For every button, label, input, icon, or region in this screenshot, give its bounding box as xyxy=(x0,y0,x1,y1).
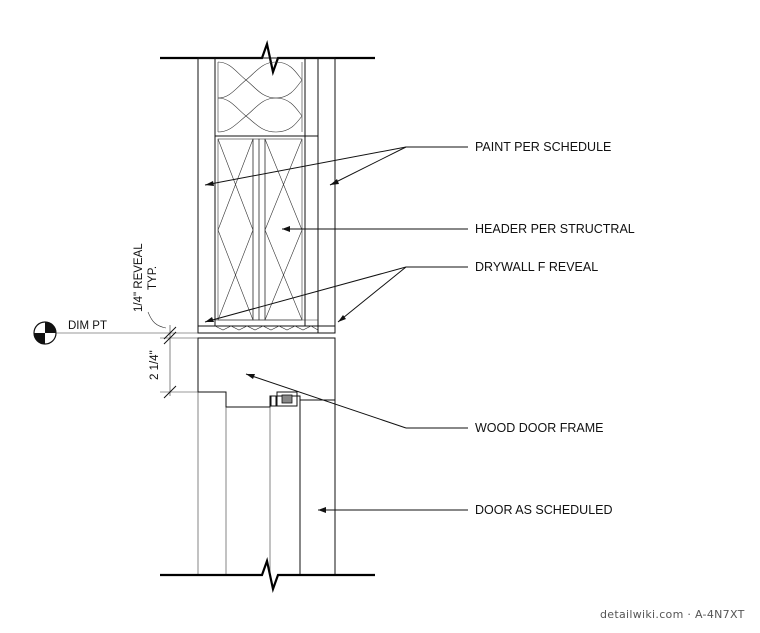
drywall-left xyxy=(197,57,216,327)
batt-insulation xyxy=(217,61,303,133)
reveal-leader xyxy=(147,311,167,329)
callout-header: HEADER PER STRUCTRAL xyxy=(475,222,635,236)
reveal-label-line2: TYP. xyxy=(147,266,159,290)
watermark: detailwiki.com · A-4N7XT xyxy=(600,608,745,621)
door-stop-seal xyxy=(270,391,298,407)
dim-pt-label: DIM PT xyxy=(68,320,107,332)
drywall-right xyxy=(317,57,336,327)
wood-door-frame xyxy=(197,337,336,408)
callout-drywall-reveal: DRYWALL F REVEAL xyxy=(475,260,598,274)
callout-door: DOOR AS SCHEDULED xyxy=(475,503,613,517)
reveal-trim xyxy=(197,326,336,334)
leader-lines xyxy=(204,146,468,513)
frame-depth-dimension xyxy=(160,325,198,399)
wall-cavity xyxy=(214,57,319,327)
structural-header xyxy=(214,135,319,331)
bottom-break-line xyxy=(160,556,375,594)
reveal-label-line1: 1/4" REVEAL xyxy=(133,243,145,312)
dim-point-symbol xyxy=(33,321,198,345)
frame-depth-label: 2 1/4" xyxy=(149,350,161,380)
frame-jambs xyxy=(197,392,271,575)
callout-door-frame: WOOD DOOR FRAME xyxy=(475,421,603,435)
door-leaf xyxy=(299,399,336,576)
callout-paint: PAINT PER SCHEDULE xyxy=(475,140,611,154)
